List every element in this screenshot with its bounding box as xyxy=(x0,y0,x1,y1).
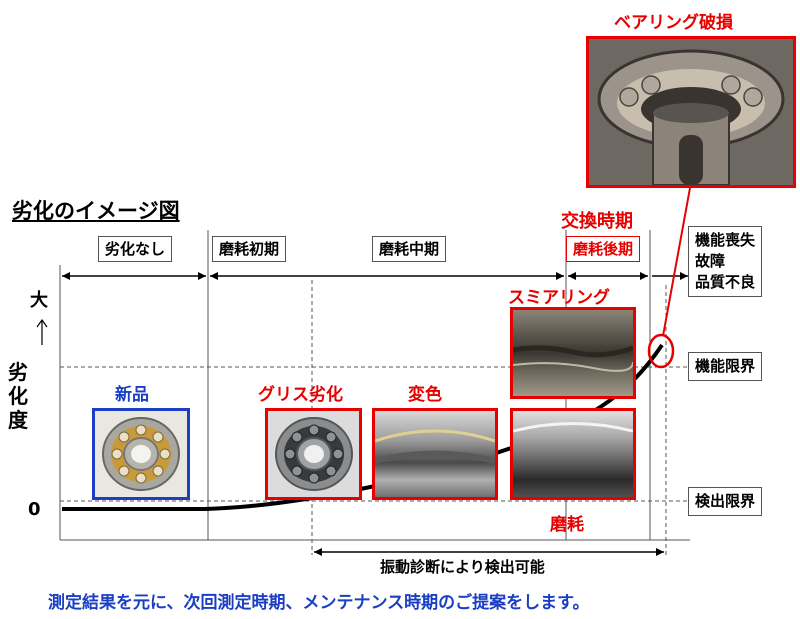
bearing-damage-icon xyxy=(589,39,793,185)
loss-line-2: 故障 xyxy=(695,252,726,270)
photo-wear xyxy=(510,408,636,500)
raceway-discolor-icon xyxy=(375,429,495,464)
photo-discolor xyxy=(372,408,498,500)
y-axis-label: 劣化度 xyxy=(8,360,28,432)
failure-pointer xyxy=(662,187,691,337)
phase-none: 劣化なし xyxy=(98,236,173,262)
caption-wear: 磨耗 xyxy=(550,515,584,535)
function-limit-label: 機能限界 xyxy=(688,352,763,381)
photo-smear xyxy=(510,307,636,399)
failure-circle xyxy=(647,333,675,369)
loss-line-1: 機能喪失 xyxy=(695,231,756,249)
phase-loss: 機能喪失 故障 品質不良 xyxy=(688,226,763,297)
loss-line-3: 品質不良 xyxy=(695,273,756,291)
caption-discolor: 変色 xyxy=(408,385,442,405)
bearing-grease-icon xyxy=(275,417,353,491)
smear-surface-icon xyxy=(513,345,633,372)
vibration-detect-label: 振動診断により検出可能 xyxy=(380,558,545,576)
footer-message: 測定結果を元に、次回測定時期、メンテナンス時期のご提案をします。 xyxy=(48,593,590,613)
caption-damage: ベアリング破損 xyxy=(614,13,733,33)
phase-late: 磨耗後期 xyxy=(566,236,641,262)
photo-new-bearing xyxy=(92,408,190,500)
phase-replace: 交換時期 xyxy=(561,211,633,232)
phase-early: 磨耗初期 xyxy=(212,236,287,262)
y-axis-zero: 0 xyxy=(28,499,41,520)
photo-grease xyxy=(265,408,362,500)
caption-grease: グリス劣化 xyxy=(258,385,343,405)
wear-surface-icon xyxy=(513,422,633,433)
photo-damage xyxy=(586,36,796,188)
bearing-new-icon xyxy=(102,417,180,491)
caption-smear: スミアリング xyxy=(508,288,610,308)
y-axis-top-label: 大 xyxy=(30,290,48,311)
detect-limit-label: 検出限界 xyxy=(688,487,763,516)
phase-middle: 磨耗中期 xyxy=(372,236,447,262)
caption-new: 新品 xyxy=(115,385,149,405)
diagram-title: 劣化のイメージ図 xyxy=(12,199,180,223)
